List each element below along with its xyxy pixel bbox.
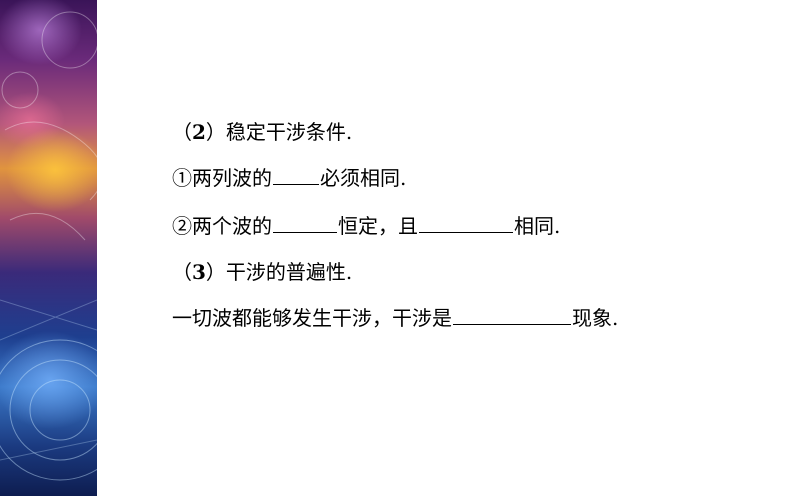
decorative-side-band (0, 0, 97, 496)
condition-2-line: ②两个波的 恒定，且 相同. (172, 211, 560, 241)
universality-text-start: 一切波都能够发生干涉，干涉是 (172, 306, 452, 330)
condition-1-text-end: 必须相同. (320, 166, 407, 190)
heading-paren-open: （ (172, 260, 192, 284)
condition-1-text-start: ①两列波的 (172, 166, 272, 190)
fill-blank-2 (273, 214, 337, 233)
section-2-heading: （2）稳定干涉条件. (172, 117, 352, 147)
condition-1-line: ①两列波的 必须相同. (172, 163, 406, 193)
heading-number: 2 (192, 120, 206, 144)
universality-line: 一切波都能够发生干涉，干涉是 现象. (172, 303, 618, 333)
section-3-heading: （3）干涉的普遍性. (172, 257, 352, 287)
decorative-pattern (0, 11, 97, 481)
heading-number: 3 (192, 260, 206, 284)
universality-text-end: 现象. (572, 306, 619, 330)
fill-blank-3 (419, 214, 513, 233)
heading-text: ）干涉的普遍性. (205, 260, 353, 284)
condition-2-text-start: ②两个波的 (172, 214, 272, 238)
heading-paren-open: （ (172, 120, 192, 144)
fill-blank-4 (453, 306, 571, 325)
condition-2-text-end: 相同. (514, 214, 561, 238)
heading-text: ）稳定干涉条件. (205, 120, 353, 144)
fill-blank-1 (273, 166, 319, 185)
condition-2-text-middle: 恒定，且 (338, 214, 418, 238)
